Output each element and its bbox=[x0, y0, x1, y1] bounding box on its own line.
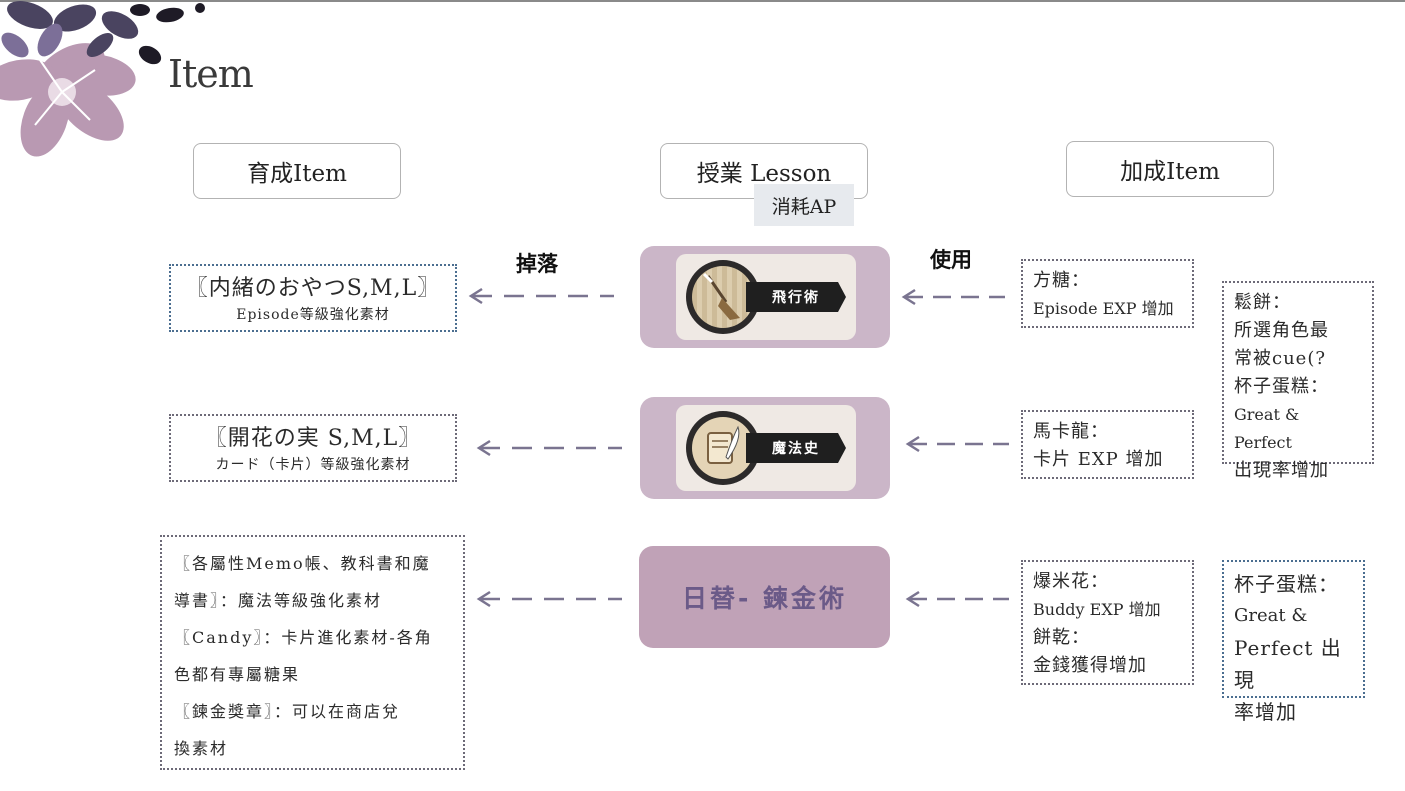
bonus-item-name: 爆米花： bbox=[1033, 571, 1109, 592]
left-item-title: 〖開花の実 S,M,L〗 bbox=[204, 426, 422, 451]
lesson-card-alchemy: 日替- 鍊金術 bbox=[639, 546, 890, 648]
left-item-box: 〖開花の実 S,M,L〗 カード（卡片）等級強化素材 bbox=[169, 414, 457, 482]
bonus-item-effect: 所選角色最 bbox=[1234, 320, 1329, 341]
header-bonus-items: 加成Item bbox=[1066, 141, 1274, 197]
scroll-quill-icon bbox=[686, 411, 760, 485]
left-item-box: 〖内緒のおやつS,M,L〗 Episode等級強化素材 bbox=[169, 264, 457, 332]
left-arrow-icon bbox=[476, 439, 622, 457]
list-item: 〖Candy〗：卡片進化素材-各角 bbox=[174, 628, 433, 647]
top-rule bbox=[0, 0, 1405, 2]
list-item: 換素材 bbox=[174, 739, 229, 758]
bonus-item-name: 杯子蛋糕： bbox=[1234, 376, 1329, 397]
page-title: Item bbox=[168, 52, 254, 96]
list-item: 〖鍊金獎章〗：可以在商店兌 bbox=[174, 702, 401, 721]
bonus-item-box: 爆米花： Buddy EXP 增加 餅乾： 金錢獲得增加 bbox=[1021, 560, 1194, 685]
lesson-card-history: 魔法史 bbox=[640, 397, 890, 499]
bonus-item-name: 杯子蛋糕： bbox=[1234, 572, 1339, 596]
bonus-item-effect: 常被cue(? bbox=[1234, 348, 1326, 369]
bonus-item-effect: 出現率增加 bbox=[1234, 460, 1329, 481]
left-arrow-icon bbox=[905, 435, 1009, 453]
bonus-item-box: 馬卡龍： 卡片 EXP 增加 bbox=[1021, 410, 1194, 479]
left-item-desc: カード（卡片）等級強化素材 bbox=[215, 457, 411, 473]
flower-decoration-icon bbox=[0, 1, 205, 157]
bonus-item-effect: Perfect 出現 bbox=[1234, 636, 1342, 692]
ap-cost-label: 消耗AP bbox=[754, 184, 854, 226]
left-item-list-box: 〖各屬性Memo帳、教科書和魔 導書〗：魔法等級強化素材 〖Candy〗：卡片進… bbox=[160, 535, 465, 770]
bonus-item-effect: Great & Perfect bbox=[1234, 405, 1300, 452]
left-item-title: 〖内緒のおやつS,M,L〗 bbox=[185, 276, 441, 301]
list-item: 色都有專屬糖果 bbox=[174, 665, 301, 684]
bonus-item-box: 鬆餅： 所選角色最 常被cue(? 杯子蛋糕： Great & Perfect … bbox=[1222, 281, 1374, 481]
bonus-item-effect: 卡片 EXP 增加 bbox=[1033, 449, 1164, 470]
bonus-item-effect: Buddy EXP 增加 bbox=[1033, 600, 1161, 619]
lesson-name: 飛行術 bbox=[746, 282, 846, 312]
bonus-item-effect: 率增加 bbox=[1234, 700, 1297, 724]
list-item: 〖各屬性Memo帳、教科書和魔 bbox=[174, 554, 431, 573]
lesson-card-flying: 飛行術 bbox=[640, 246, 890, 348]
bonus-item-name: 餅乾： bbox=[1033, 627, 1090, 648]
bonus-item-effect: 金錢獲得增加 bbox=[1033, 655, 1147, 676]
left-arrow-icon bbox=[905, 590, 1009, 608]
left-arrow-icon bbox=[901, 288, 1005, 306]
left-item-desc: Episode等級強化素材 bbox=[236, 307, 390, 323]
bonus-item-effect: Great & bbox=[1234, 605, 1308, 626]
bonus-item-name: 鬆餅： bbox=[1234, 292, 1291, 313]
bonus-item-box: 杯子蛋糕： Great & Perfect 出現 率增加 bbox=[1222, 560, 1365, 724]
use-label: 使用 bbox=[930, 248, 972, 272]
left-arrow-icon bbox=[476, 590, 622, 608]
bonus-item-effect: Episode EXP 增加 bbox=[1033, 299, 1174, 318]
lesson-name: 魔法史 bbox=[746, 433, 846, 463]
drop-label: 掉落 bbox=[516, 252, 558, 276]
list-item: 導書〗：魔法等級強化素材 bbox=[174, 591, 383, 610]
bonus-item-name: 馬卡龍： bbox=[1033, 421, 1109, 442]
left-arrow-icon bbox=[468, 287, 614, 305]
bonus-item-box: 方糖： Episode EXP 增加 bbox=[1021, 259, 1194, 328]
header-training-items: 育成Item bbox=[193, 143, 401, 199]
bonus-item-name: 方糖： bbox=[1033, 270, 1090, 291]
